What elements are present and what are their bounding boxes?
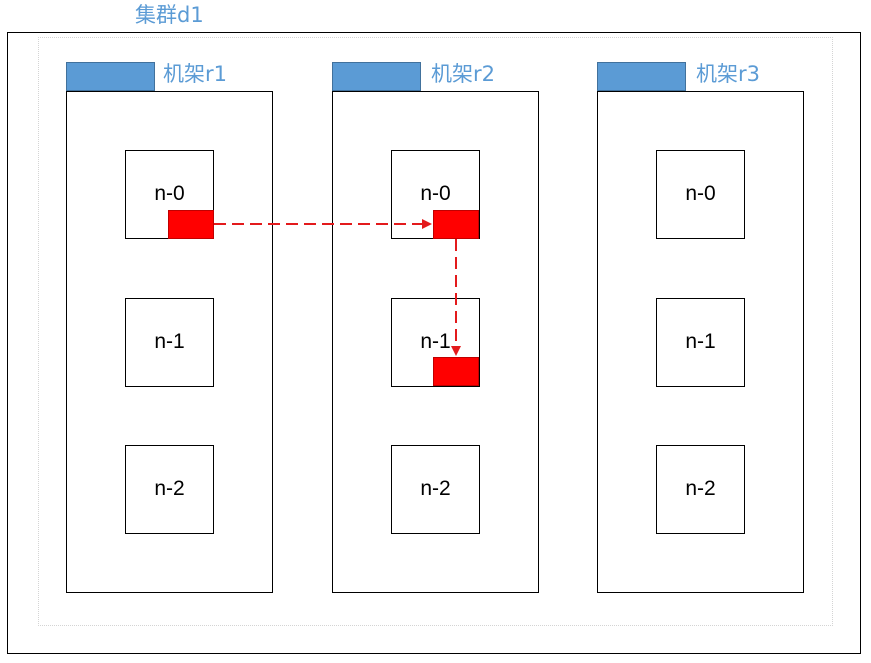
cluster-title: 集群d1 <box>135 3 204 27</box>
rack-r2-label: 机架r2 <box>431 62 495 86</box>
node-label: n-2 <box>685 477 716 500</box>
rack-r1-node-2: n-2 <box>125 445 214 534</box>
rack-r2-node-0-block <box>433 210 479 239</box>
rack-r1-label: 机架r1 <box>163 62 227 86</box>
node-label: n-2 <box>154 477 185 500</box>
node-label: n-0 <box>420 182 451 205</box>
node-label: n-1 <box>685 330 716 353</box>
rack-r3-node-0: n-0 <box>656 150 745 239</box>
node-label: n-1 <box>420 330 451 353</box>
rack-r3-node-2: n-2 <box>656 445 745 534</box>
node-label: n-1 <box>154 330 185 353</box>
node-label: n-0 <box>154 182 185 205</box>
rack-r3-node-1: n-1 <box>656 298 745 387</box>
node-label: n-2 <box>420 477 451 500</box>
rack-r3-tab <box>597 62 686 91</box>
rack-r2-node-2: n-2 <box>391 445 480 534</box>
rack-r1-node-1: n-1 <box>125 298 214 387</box>
rack-r3-label: 机架r3 <box>696 62 760 86</box>
node-label: n-0 <box>685 182 716 205</box>
rack-r2-tab <box>332 62 421 91</box>
rack-r2-node-1-block <box>433 357 479 386</box>
rack-r1-tab <box>66 62 155 91</box>
cluster-outer-frame <box>7 32 861 654</box>
cluster-inner-frame <box>38 37 833 626</box>
rack-r1-node-0-block <box>168 210 214 239</box>
